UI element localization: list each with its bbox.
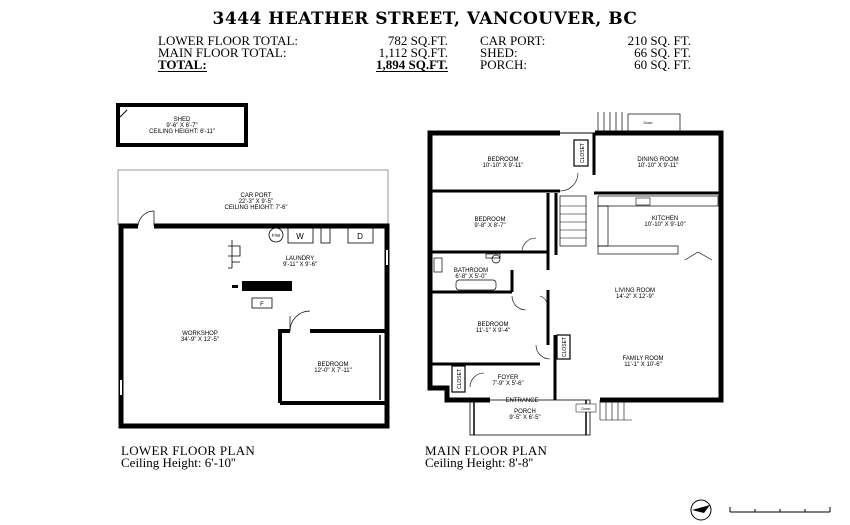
living-room-dims: 14'-2" X 12'-9" [616,294,654,300]
shed-dims: 9'-6" X 6'-7" [166,123,197,129]
porch-down-label: Down [582,407,591,411]
stat-value: 1,894 SQ.FT. [376,57,448,72]
main-stairs [559,195,587,247]
foyer-label: FOYER [498,375,519,381]
scale-bar-icon [729,507,831,513]
stat-label: LOWER FLOOR TOTAL: [158,33,299,48]
page-title: 3444 HEATHER STREET, VANCOUVER, BC [212,9,638,29]
lower-floor-ceiling: Ceiling Height: 6'-10'' [121,455,236,470]
main-floor-title: MAIN FLOOR PLAN [425,443,548,458]
bedroom-1-label: BEDROOM [487,157,518,163]
main-floor: Down CLOSET CLOSET CLOSET [427,112,724,436]
porch: Down PORCH 9'-5" X 6'-5" [469,399,632,436]
kitchen-label: KITCHEN [652,216,678,222]
main-floor-caption: MAIN FLOOR PLAN Ceiling Height: 8'-8'' [425,443,548,470]
carport-ceiling: CEILING HEIGHT: 7'-6" [225,205,288,211]
carport: CAR PORT 22'-3" X 9'-5" CEILING HEIGHT: … [117,169,389,225]
closet-label: CLOSET [457,369,463,389]
area-summary: LOWER FLOOR TOTAL: 782 SQ.FT. CAR PORT: … [158,33,698,72]
laundry-label: LAUNDRY [286,256,315,262]
closet-label: CLOSET [580,143,586,163]
workshop-label: WORKSHOP [182,331,218,337]
family-room-label: FAMILY ROOM [622,356,663,362]
bedroom-2-dims: 9'-8" X 8'-7" [474,223,505,229]
laundry-appliances: F/W W D [268,227,374,244]
living-room-label: LIVING ROOM [615,288,655,294]
stat-label-2: CAR PORT: [480,33,546,48]
lower-floor-title: LOWER FLOOR PLAN [121,443,256,458]
bathroom-label: BATHROOM [454,268,488,274]
stat-label: MAIN FLOOR TOTAL: [158,45,287,60]
lower-stairs [228,240,241,269]
north-arrow-icon [690,499,712,521]
furnace-label: F [260,302,264,308]
beam [242,281,292,291]
kitchen-counters [597,195,719,255]
shed-ceiling: CEILING HEIGHT: 6'-11" [149,129,215,135]
shed: SHED 9'-6" X 6'-7" CEILING HEIGHT: 6'-11… [116,103,248,147]
lower-floor: F/W W D LAUNDRY 9'-11" X 9'-6" F WORKSHO… [118,210,390,429]
porch-label: PORCH [514,409,536,415]
shed-label: SHED [174,117,191,123]
bedroom-1-dims: 10'-10" X 9'-11" [483,163,524,169]
bedroom-3-dims: 11'-1" X 9'-4" [476,328,510,334]
lower-floor-caption: LOWER FLOOR PLAN Ceiling Height: 6'-10'' [121,443,256,470]
laundry-dims: 9'-11" X 9'-6" [283,262,317,268]
bedroom-3-label: BEDROOM [477,322,508,328]
porch-dims: 9'-5" X 6'-5" [509,415,540,421]
stat-value-2: 210 SQ. FT. [627,33,691,48]
carport-dims: 22'-3" X 9'-5" [239,199,274,205]
bathroom-fixtures [433,253,501,291]
stat-value: 1,112 SQ.FT. [378,45,448,60]
workshop-dims: 34'-9" X 12'-5" [181,337,219,343]
closet-label: CLOSET [562,337,568,357]
stat-label-2: PORCH: [480,57,527,72]
carport-label: CAR PORT [241,193,272,199]
stats-row-main: MAIN FLOOR TOTAL: 1,112 SQ.FT. SHED: 66 … [158,45,698,60]
main-floor-ceiling: Ceiling Height: 8'-8'' [425,455,534,470]
foyer-dims: 7'-9" X 5'-6" [492,381,523,387]
dining-room-label: DINING ROOM [637,157,678,163]
bathroom-dims: 6'-8" X 5'-0" [455,274,486,280]
stat-value-2: 60 SQ. FT. [634,57,691,72]
lower-bedroom-label: BEDROOM [317,362,348,368]
fw-label: F/W [272,233,281,238]
door-swings [469,172,713,388]
down-label: Down [644,121,653,125]
stat-label-2: SHED: [480,45,518,60]
stats-row-lower: LOWER FLOOR TOTAL: 782 SQ.FT. CAR PORT: … [158,33,698,48]
stat-label: TOTAL: [158,57,207,72]
entrance-label: ENTRANCE [505,398,538,404]
stat-value-2: 66 SQ. FT. [634,45,691,60]
dining-room-dims: 10'-10" X 9'-11" [638,163,679,169]
lower-bedroom-dims: 12'-0" X 7'-11" [314,368,351,374]
stats-row-total: TOTAL: 1,894 SQ.FT. PORCH: 60 SQ. FT. [158,57,698,72]
stat-value: 782 SQ.FT. [387,33,448,48]
dryer-label: D [357,232,363,241]
deck-steps: Down [597,112,681,134]
bedroom-2-label: BEDROOM [474,217,505,223]
kitchen-dims: 10'-10" X 9'-10" [644,222,685,228]
washer-label: W [296,232,304,241]
family-room-dims: 11'-1" X 10'-6" [624,362,661,368]
